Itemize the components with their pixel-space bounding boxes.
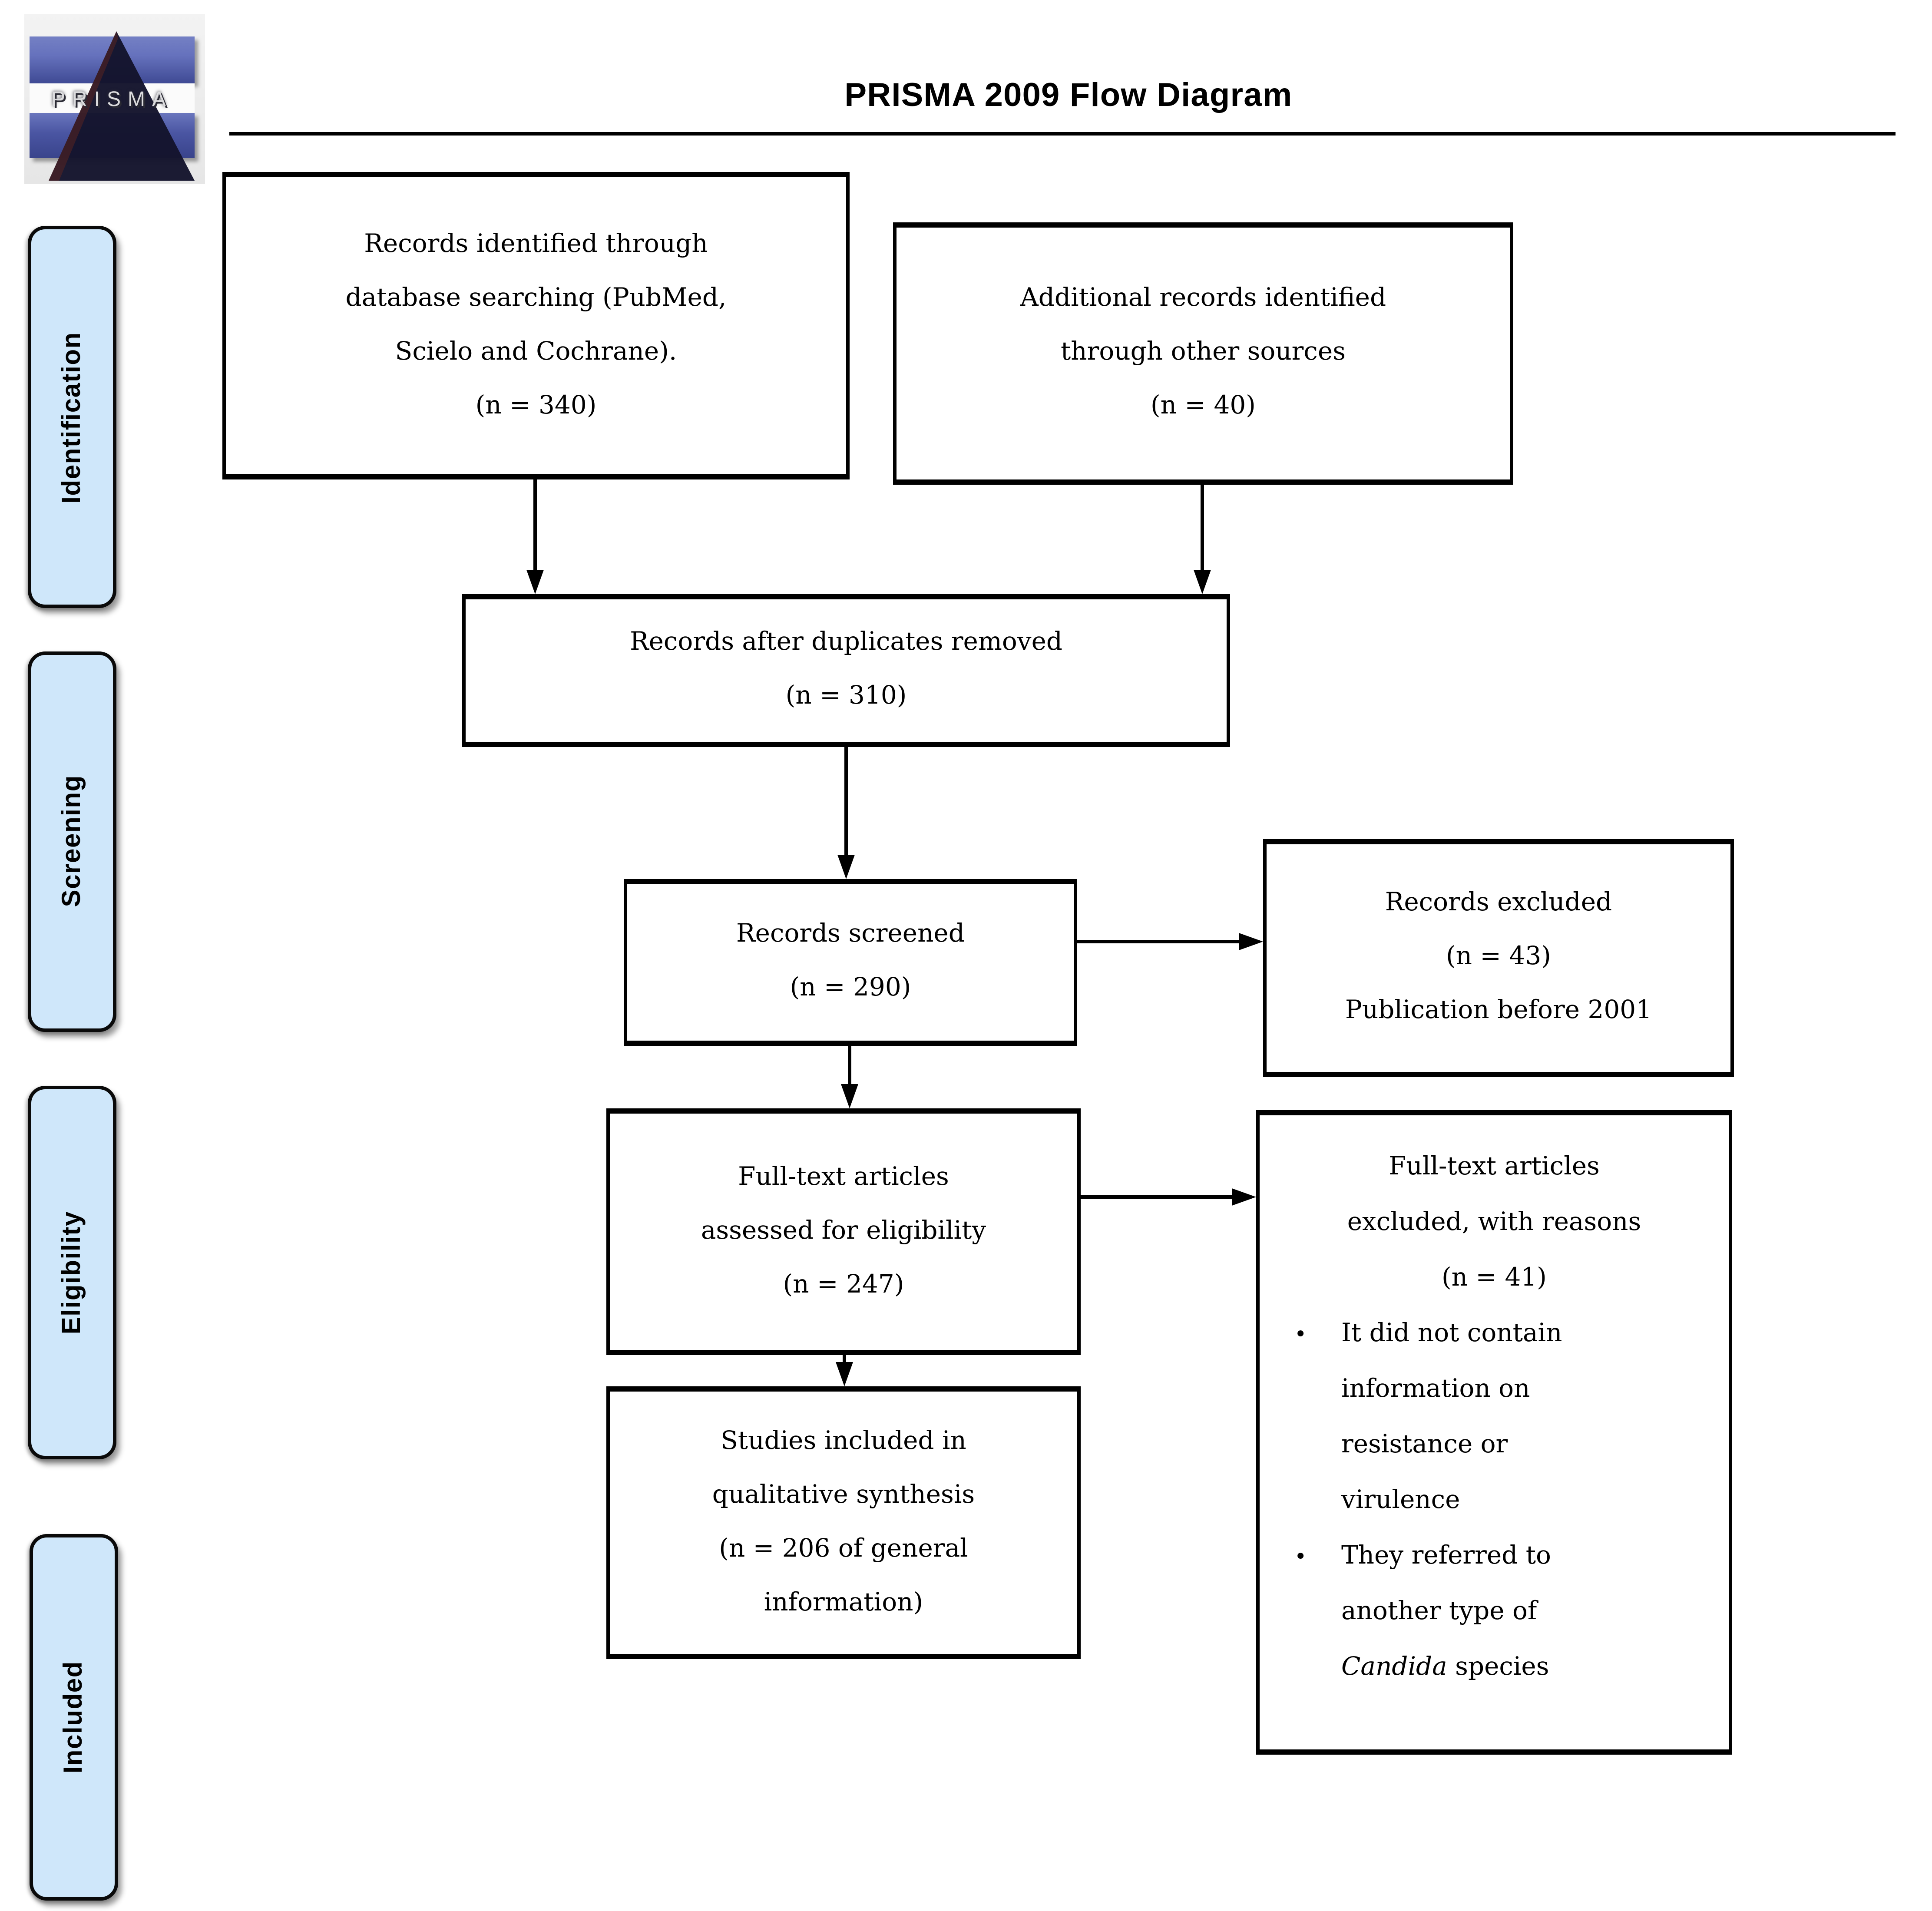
connector-duplicates-to-screened <box>844 747 848 855</box>
box-text: Additional records identified through ot… <box>1020 285 1386 420</box>
connector-additional-to-duplicates <box>1201 485 1204 570</box>
box-records-identified: Records identified through database sear… <box>222 172 850 479</box>
connector-assessed-to-ftexcluded <box>1081 1195 1232 1199</box>
arrowhead-down-icon <box>837 855 855 879</box>
box-text: Records identified through database sear… <box>345 230 727 420</box>
page-title: PRISMA 2009 Flow Diagram <box>844 78 1293 115</box>
box-text: Records after duplicates removed (n = 31… <box>629 629 1063 711</box>
connector-screened-to-assessed <box>848 1046 851 1084</box>
arrowhead-right-icon <box>1232 1188 1256 1206</box>
box-studies-included: Studies included in qualitative synthesi… <box>606 1386 1081 1659</box>
box-text: Full-text articles assessed for eligibil… <box>701 1163 986 1299</box>
box-duplicates-removed: Records after duplicates removed (n = 31… <box>462 594 1230 747</box>
stage-label: Included <box>59 1661 89 1774</box>
bullet-text-post: species <box>1447 1654 1549 1682</box>
box-text: Records screened (n = 290) <box>736 921 965 1002</box>
box-records-excluded: Records excluded (n = 43) Publication be… <box>1263 839 1734 1077</box>
arrowhead-down-icon <box>836 1362 853 1386</box>
prisma-logo: PRISMA <box>24 14 205 184</box>
stage-label: Screening <box>57 775 87 908</box>
arrowhead-down-icon <box>1194 570 1211 594</box>
stage-tab-screening: Screening <box>28 651 116 1032</box>
box-text: Studies included in qualitative synthesi… <box>712 1427 975 1617</box>
title-underline <box>229 132 1896 136</box>
box-records-screened: Records screened (n = 290) <box>624 879 1077 1046</box>
box-additional-records: Additional records identified through ot… <box>893 222 1513 485</box>
logo-wordmark: PRISMA <box>51 87 173 111</box>
connector-assessed-to-studies <box>843 1355 846 1362</box>
connector-screened-to-excluded <box>1077 940 1239 943</box>
bullet-icon: • <box>1294 1544 1307 1569</box>
exclusion-reason-item: • It did not contain information on resi… <box>1260 1306 1729 1529</box>
stage-tab-included: Included <box>30 1534 118 1901</box>
bullet-text: They referred to another type of Candida… <box>1315 1529 1715 1696</box>
prism-triangle-icon <box>49 31 195 181</box>
species-name-italic: Candida <box>1341 1654 1447 1682</box>
box-text: Records excluded (n = 43) Publication be… <box>1345 889 1652 1025</box>
box-fulltext-assessed: Full-text articles assessed for eligibil… <box>606 1108 1081 1355</box>
stage-label: Identification <box>57 331 87 503</box>
stage-tab-eligibility: Eligibility <box>28 1086 116 1459</box>
connector-identified-to-duplicates <box>533 479 537 570</box>
stage-tab-identification: Identification <box>28 226 116 608</box>
bullet-text-pre: They referred to another type of <box>1341 1543 1551 1626</box>
stage-label: Eligibility <box>57 1210 87 1335</box>
box-fulltext-excluded: Full-text articles excluded, with reason… <box>1256 1110 1732 1755</box>
arrowhead-right-icon <box>1239 933 1263 950</box>
arrowhead-down-icon <box>841 1084 858 1108</box>
box-heading: Full-text articles excluded, with reason… <box>1347 1154 1641 1293</box>
arrowhead-down-icon <box>526 570 544 594</box>
bullet-icon: • <box>1294 1322 1307 1346</box>
bullet-text: It did not contain information on resist… <box>1341 1320 1562 1515</box>
exclusion-reason-item: • They referred to another type of Candi… <box>1260 1529 1729 1696</box>
